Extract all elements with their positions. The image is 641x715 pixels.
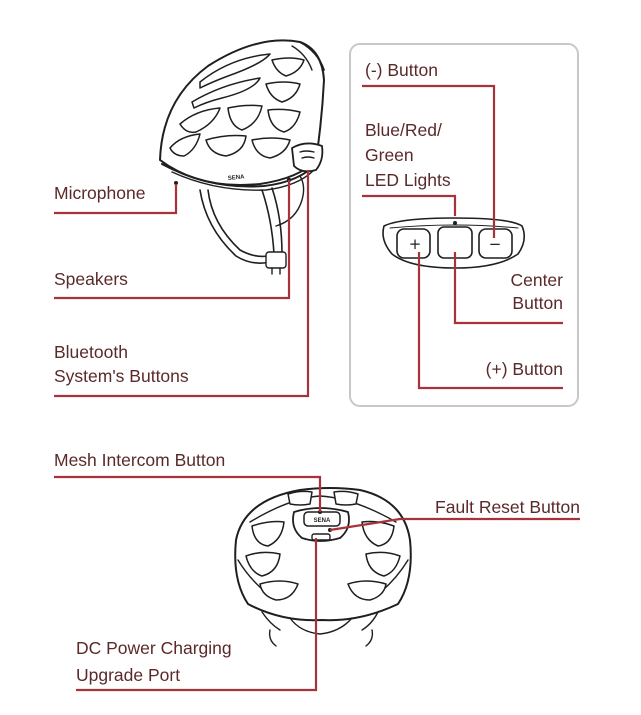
led-light: [453, 221, 457, 225]
helmet-rear-logo: SENA: [314, 518, 331, 524]
fault-reset-label: Fault Reset Button: [435, 497, 580, 517]
dc-port-label-line2: Upgrade Port: [76, 665, 180, 685]
mesh-intercom-leader: [54, 475, 322, 512]
minus-symbol: −: [489, 235, 502, 253]
center-button-label-line1: Center: [510, 270, 563, 290]
helmet-rear-view: SENA: [234, 487, 412, 647]
plus-button-leader: [417, 252, 563, 390]
mesh-intercom-label: Mesh Intercom Button: [54, 450, 225, 470]
plus-button-label: (+) Button: [486, 359, 563, 379]
helmet-side-logo: SENA: [228, 174, 246, 182]
led-lights-label-line1: Blue/Red/: [365, 120, 442, 140]
plus-symbol: +: [409, 235, 422, 253]
helmet-side-view: SENA: [159, 39, 325, 275]
center-button-leader: [453, 252, 563, 325]
control-pad: + −: [382, 217, 526, 269]
dc-port-label-line1: DC Power Charging: [76, 638, 232, 658]
microphone-label: Microphone: [54, 183, 145, 203]
led-lights-leader: [362, 194, 457, 216]
bluetooth-label-line1: Bluetooth: [54, 342, 128, 362]
led-lights-label-line2: Green: [365, 145, 414, 165]
center-button-label-line2: Button: [512, 293, 563, 313]
led-lights-label-line3: LED Lights: [365, 170, 451, 190]
minus-button-label: (-) Button: [365, 60, 438, 80]
speakers-leader: [54, 180, 291, 300]
minus-button-leader: [362, 84, 496, 238]
bluetooth-buttons-leader: [54, 170, 310, 398]
fault-reset-leader: [329, 517, 580, 532]
microphone-leader: [54, 184, 178, 215]
bluetooth-label-line2: System's Buttons: [54, 366, 189, 386]
speakers-label: Speakers: [54, 269, 128, 289]
dc-port-leader: [76, 538, 318, 692]
